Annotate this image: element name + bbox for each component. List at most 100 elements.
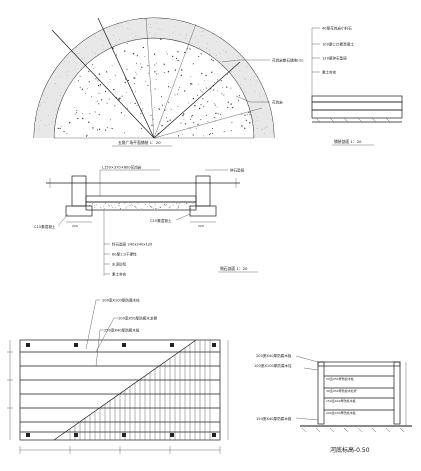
layer-label-3: 120厚碎石垫层 bbox=[322, 56, 347, 61]
pattern-dot bbox=[164, 204, 165, 205]
pattern-dot bbox=[158, 28, 159, 30]
pattern-dot bbox=[111, 127, 113, 130]
circle-plaza-plan: 花岗岩散石铺地(小) 花岗岩 五角广场平面铺装 1：20 bbox=[33, 17, 304, 147]
pattern-dot bbox=[134, 205, 136, 207]
pattern-dot bbox=[49, 123, 50, 125]
pattern-dot bbox=[230, 130, 232, 132]
pattern-dot bbox=[191, 43, 193, 44]
pattern-dot bbox=[191, 83, 193, 85]
pattern-dot bbox=[246, 113, 248, 115]
pattern-dot bbox=[142, 46, 145, 49]
pattern-dot bbox=[59, 76, 61, 78]
pattern-dot bbox=[195, 36, 196, 37]
pattern-dot bbox=[205, 114, 207, 116]
paving-section: 40厚花岗岩小料石 100厚C15素混凝土 120厚碎石垫层 素土夯实 铺装剖面… bbox=[311, 26, 403, 146]
pattern-dot bbox=[230, 103, 232, 105]
pattern-dot bbox=[212, 128, 214, 129]
leader-line bbox=[221, 59, 270, 63]
pattern-dot bbox=[200, 53, 202, 55]
pattern-dot bbox=[88, 70, 90, 72]
pattern-dot bbox=[121, 26, 122, 27]
pattern-dot bbox=[249, 114, 251, 116]
pattern-dot bbox=[182, 134, 183, 135]
radial-line bbox=[97, 17, 155, 139]
curb-top-label-1: L150×370×600花岗岩 bbox=[102, 165, 142, 170]
pattern-dot bbox=[251, 67, 252, 69]
pattern-dot bbox=[83, 58, 85, 60]
pattern-dot bbox=[106, 71, 108, 73]
pattern-dot bbox=[135, 71, 136, 73]
pattern-dot bbox=[158, 73, 159, 75]
pattern-dot bbox=[263, 128, 265, 129]
pattern-dot bbox=[114, 74, 116, 76]
pattern-dot bbox=[76, 47, 77, 48]
pattern-dot bbox=[216, 106, 218, 108]
pattern-dot bbox=[192, 63, 194, 65]
pattern-dot bbox=[221, 93, 223, 95]
pattern-dot bbox=[98, 92, 100, 94]
pattern-dot bbox=[177, 59, 179, 62]
pattern-dot bbox=[232, 66, 233, 67]
pattern-dot bbox=[214, 117, 216, 119]
pattern-dot bbox=[92, 51, 93, 53]
pattern-dot bbox=[151, 124, 153, 126]
pattern-dot bbox=[230, 71, 231, 73]
pattern-dot bbox=[63, 131, 65, 133]
ring-stipple bbox=[34, 18, 274, 138]
pattern-dot bbox=[60, 126, 62, 127]
pattern-dot bbox=[121, 95, 123, 97]
pattern-dot bbox=[155, 79, 157, 81]
pattern-dot bbox=[131, 33, 132, 35]
pattern-dot bbox=[111, 64, 113, 66]
pattern-dot bbox=[40, 104, 41, 106]
pattern-dot bbox=[167, 71, 170, 73]
pattern-dot bbox=[228, 63, 229, 65]
pattern-dot bbox=[94, 207, 96, 208]
deck-sec-left-2: 100宽X100厚防腐木柱 bbox=[254, 363, 292, 368]
pattern-dot bbox=[188, 102, 190, 104]
deck-label-board: 250宽X40厚防腐木板 bbox=[104, 328, 140, 333]
pattern-dot bbox=[98, 103, 100, 105]
pattern-dot bbox=[59, 94, 61, 96]
pattern-dot bbox=[52, 122, 54, 123]
pattern-dot bbox=[48, 115, 49, 116]
pattern-dot bbox=[125, 207, 127, 209]
pattern-dot bbox=[129, 205, 131, 206]
pattern-dot bbox=[97, 129, 99, 131]
pattern-dot bbox=[77, 72, 78, 73]
pattern-dot bbox=[89, 113, 91, 115]
pattern-dot bbox=[170, 87, 172, 88]
pattern-dot bbox=[154, 71, 156, 73]
pattern-dot bbox=[225, 51, 227, 52]
pattern-dot bbox=[200, 104, 202, 106]
pattern-dot bbox=[102, 33, 103, 35]
pattern-dot bbox=[126, 206, 128, 208]
pattern-dot bbox=[214, 104, 216, 106]
pattern-dot bbox=[164, 204, 166, 206]
pattern-dot bbox=[225, 52, 226, 53]
pattern-dot bbox=[153, 207, 154, 209]
pattern-dot bbox=[177, 106, 179, 107]
pattern-dot bbox=[190, 208, 191, 209]
pattern-dot bbox=[190, 119, 191, 121]
deck-sec-left-3: 150宽X40厚防腐木板 bbox=[256, 416, 292, 421]
pattern-dot bbox=[135, 35, 137, 37]
pattern-dot bbox=[184, 38, 186, 39]
pattern-dot bbox=[126, 43, 128, 44]
pattern-dot bbox=[124, 81, 126, 84]
pattern-dot bbox=[141, 207, 143, 209]
pattern-dot bbox=[179, 203, 181, 204]
pattern-dot bbox=[241, 114, 243, 115]
pattern-dot bbox=[76, 112, 78, 114]
dim-right: 220 bbox=[198, 224, 204, 228]
pattern-dot bbox=[192, 97, 195, 100]
pattern-dot bbox=[172, 32, 174, 34]
pattern-dot bbox=[39, 125, 40, 127]
pattern-dot bbox=[136, 104, 138, 106]
pattern-dot bbox=[150, 24, 152, 25]
pattern-dot bbox=[102, 49, 104, 50]
deck-plan: 100宽X100厚防腐木柱 100宽X50厚防腐木龙骨 250宽X40厚防腐木板 bbox=[7, 298, 229, 454]
pattern-dot bbox=[240, 84, 242, 85]
deck-label-joist: 100宽X50厚防腐木龙骨 bbox=[118, 316, 157, 321]
pattern-dot bbox=[190, 76, 192, 78]
